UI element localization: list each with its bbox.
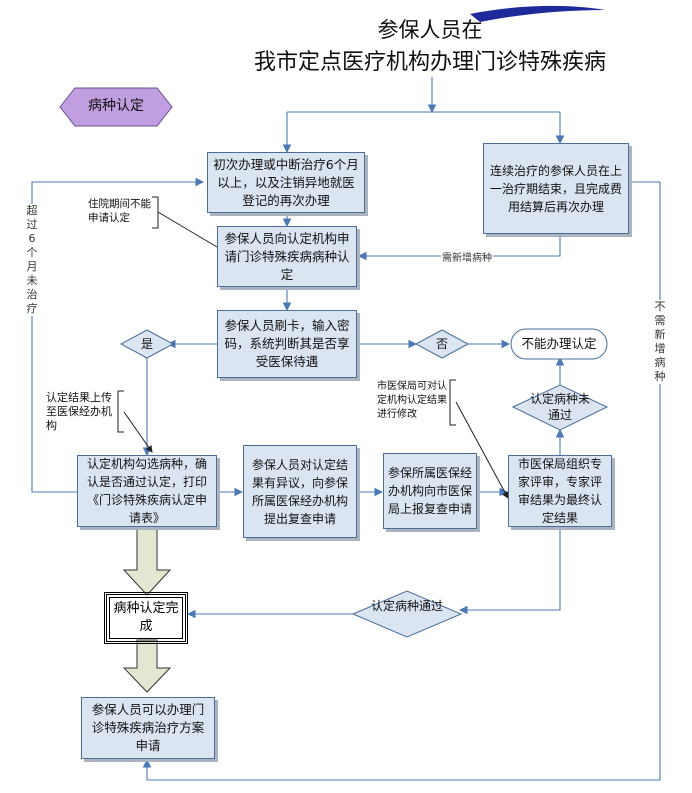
- node-objection: 参保人员对认定结果有异议，向参保所属医保经办机构 提出复查申请: [243, 445, 357, 538]
- page-title-line1: 参保人员在: [377, 18, 483, 42]
- cannot-shape: [510, 328, 608, 360]
- no-label: 否: [435, 337, 448, 351]
- note-hospital: 住院期间不能申请认定: [88, 198, 151, 224]
- edge-over6-loop: [31, 177, 205, 493]
- callout-hospital-bracket: [152, 196, 159, 229]
- node-report: 参保所属医保经办机构向市医保局上报复查申请: [383, 453, 477, 529]
- badge-label: 病种认定: [88, 98, 144, 114]
- node-first-handle: 初次办理或中断治疗6个月以上，以及注销异地就医登记的再次办理: [207, 152, 365, 213]
- node-review: 市医保局组织专家评审，专家评审结果为最终认定结果: [508, 455, 612, 527]
- callout-modify-line: [455, 401, 509, 499]
- note-modify: 市医保局可对认定机构认定结果进行修改: [377, 381, 447, 420]
- not-pass-label: 认定病种未通过: [529, 392, 590, 422]
- node-swipe: 参保人员刷卡，输入密码，系统判断其是否享受医保待遇: [217, 310, 357, 378]
- block-arrow-1: [122, 526, 172, 596]
- node-select: 认定机构勾选病种，确认是否通过认定，打印《门诊特殊疾病认定申请表》: [77, 455, 217, 527]
- yes-diamond: [119, 329, 175, 359]
- node-complete: 病种认定完成: [104, 592, 188, 644]
- block-arrow-2: [122, 639, 172, 693]
- node-plan: 参保人员可以办理门诊特殊疾病治疗方案申请: [81, 697, 215, 759]
- node-apply: 参保人员向认定机构申请门诊特殊疾病病种认定: [217, 226, 357, 287]
- edge-nonew-loop: [142, 181, 661, 781]
- page-title-line2: 我市定点医疗机构办理门诊特殊疾病: [253, 50, 606, 75]
- cannot-label: 不能办理认定: [521, 336, 597, 351]
- callout-upload-bracket: [117, 390, 124, 433]
- edge-label-no-new: 不需新增病种: [654, 300, 666, 384]
- callout-upload-line: [123, 411, 153, 453]
- edge-continuous-apply: [357, 234, 561, 261]
- no-diamond: [414, 329, 470, 359]
- callout-modify-bracket: [449, 379, 456, 426]
- edge-label-over6: 超过6个月未治疗: [26, 204, 38, 316]
- callout-hospital-line: [157, 211, 218, 248]
- yes-label: 是: [140, 337, 153, 351]
- header-swoosh: [470, 5, 605, 22]
- not-pass-diamond: [511, 384, 609, 431]
- badge-hexagon: [59, 87, 173, 127]
- node-continuous: 连续治疗的参保人员在上一治疗期结束，且完成费用结算后再次办理: [483, 143, 629, 234]
- pass-label: 认定病种通过: [370, 599, 443, 613]
- edge-label-new-disease: 需新增病种: [441, 249, 493, 264]
- note-upload: 认定结果上传至医保经办机构: [46, 391, 112, 432]
- pass-diamond: [351, 590, 463, 638]
- edge-review-pass: [458, 527, 561, 615]
